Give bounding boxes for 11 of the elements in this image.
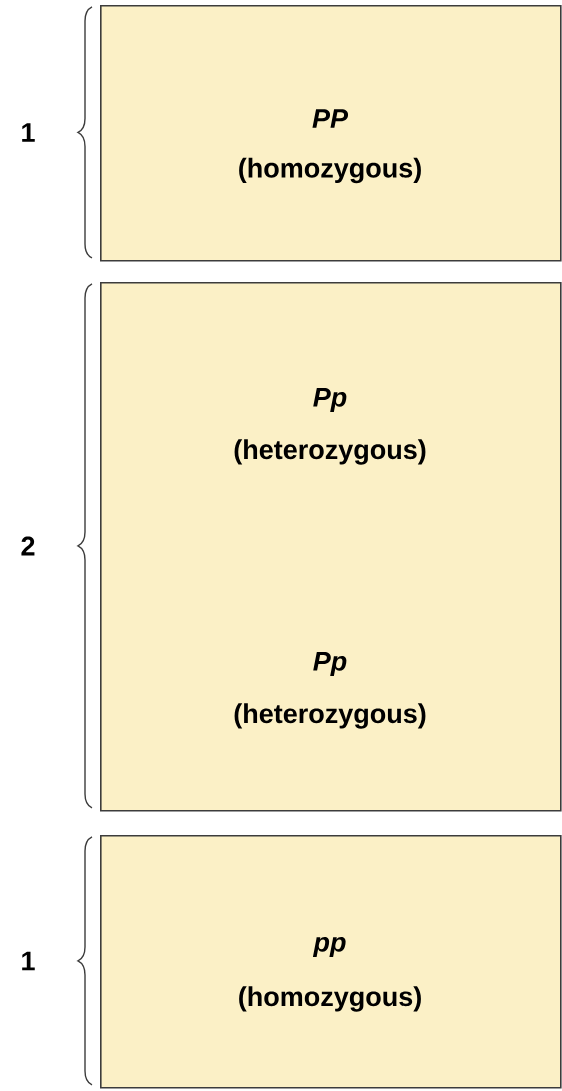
ratio-number: 1	[22, 123, 35, 142]
genotype-description: (heterozygous)	[234, 703, 426, 729]
genotype-symbol: Pp	[313, 651, 347, 677]
genotype-description: (heterozygous)	[234, 439, 426, 465]
genotype-description: (homozygous)	[239, 157, 421, 184]
ratio-number: 1	[22, 951, 35, 971]
genotype-symbol: pp	[312, 936, 346, 958]
genotype-symbol: PP	[312, 109, 349, 128]
ratio-number: 2	[21, 536, 35, 556]
genotype-description: (homozygous)	[239, 986, 421, 1012]
genotype-symbol: Pp	[313, 387, 347, 413]
